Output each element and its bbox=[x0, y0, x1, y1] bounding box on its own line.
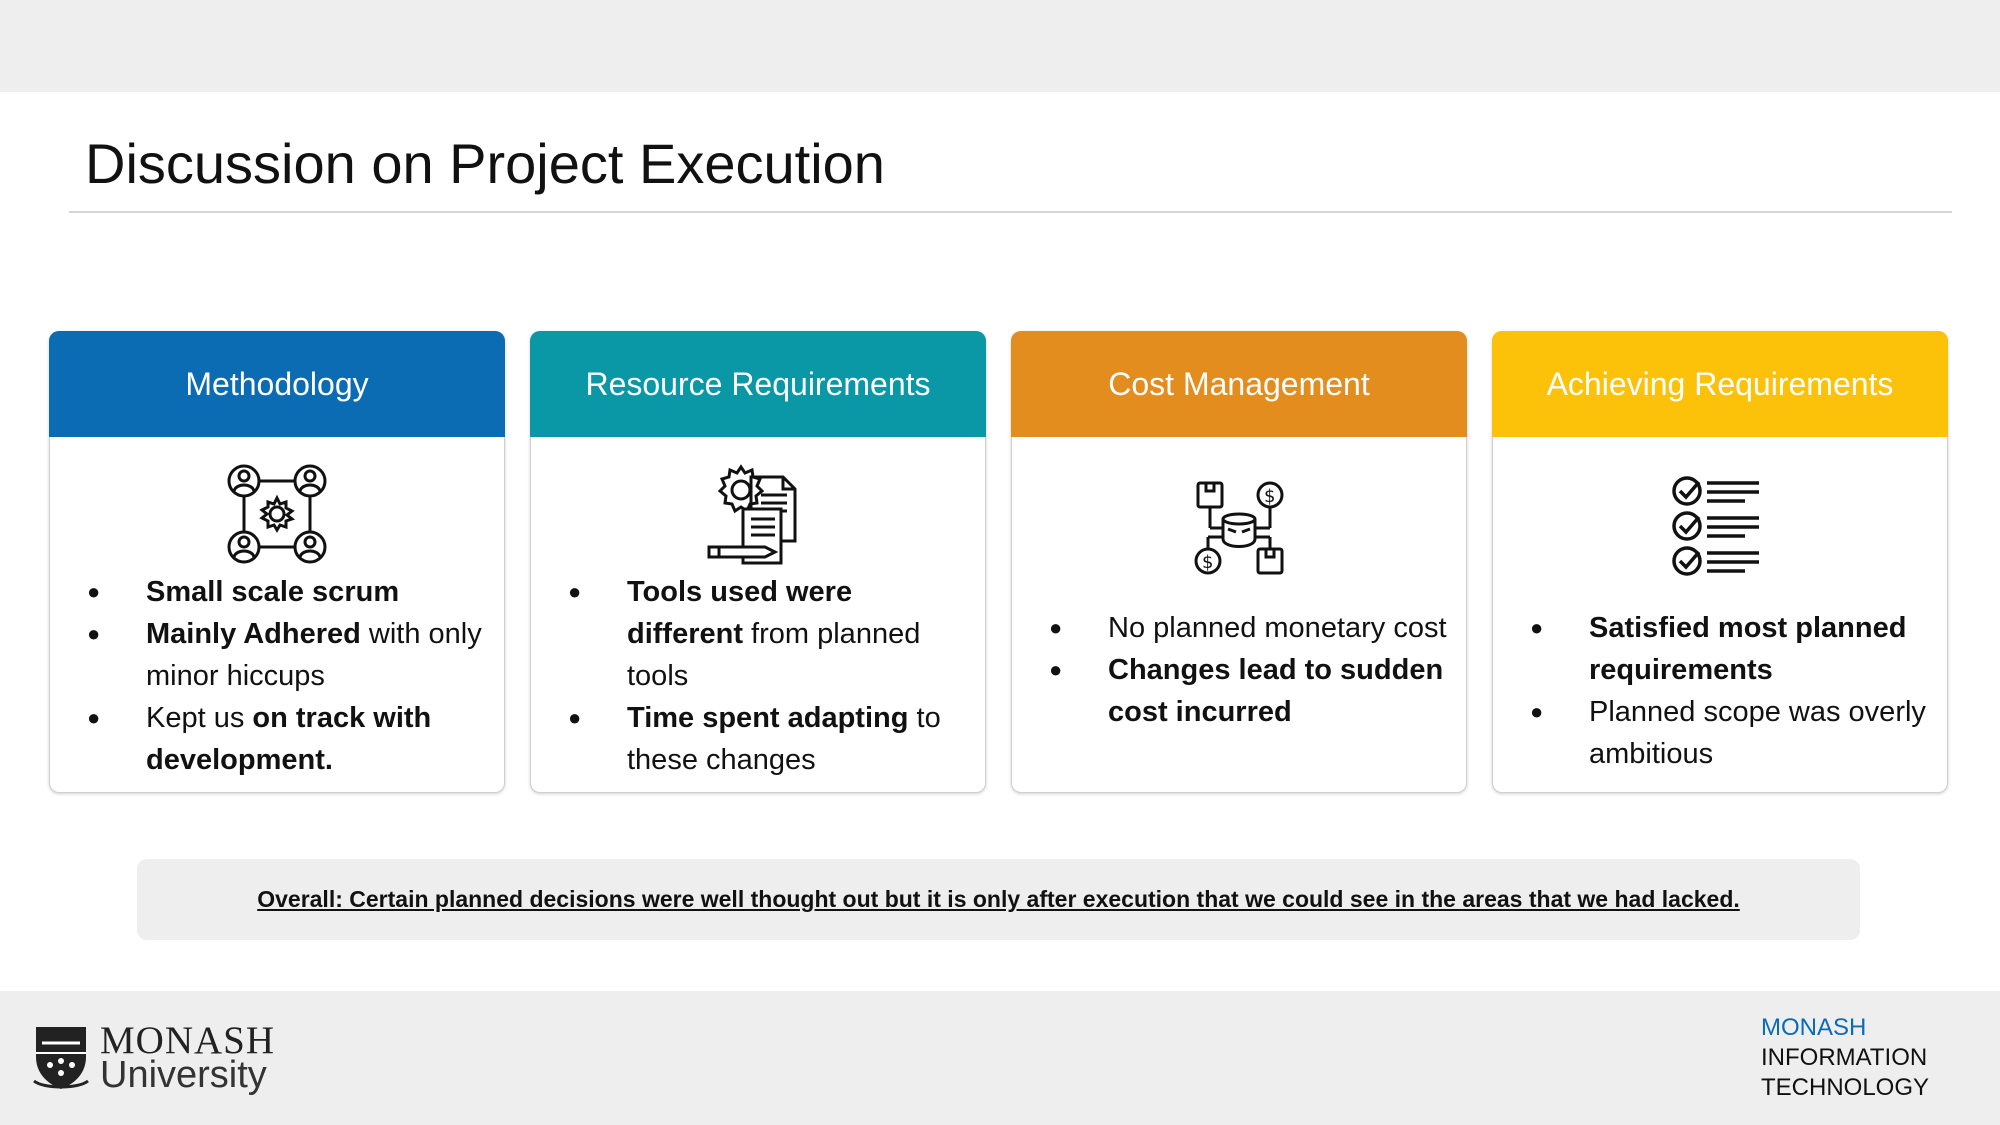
card-cost-management: Cost Management $ $ No planned monetary … bbox=[1011, 331, 1467, 793]
logo-wordmark-line1: MONASH bbox=[100, 1019, 276, 1062]
faculty-label: MONASH INFORMATION TECHNOLOGY bbox=[1761, 1013, 1929, 1103]
list-item: Mainly Adhered with only minor hiccups bbox=[87, 613, 487, 697]
list-item: Kept us on track with development. bbox=[87, 697, 487, 781]
list-item: Small scale scrum bbox=[87, 571, 487, 613]
monash-university-logo: MONASH University bbox=[32, 1019, 282, 1097]
card-resource-requirements: Resource Requirements Tools used were di… bbox=[530, 331, 986, 793]
summary-box: Overall: Certain planned decisions were … bbox=[137, 859, 1860, 940]
card-heading: Achieving Requirements bbox=[1492, 331, 1948, 437]
list-item: Changes lead to sudden cost incurred bbox=[1049, 649, 1449, 733]
card-heading: Resource Requirements bbox=[530, 331, 986, 437]
cost-flow-icon: $ $ bbox=[1184, 473, 1294, 583]
bullet-list: Tools used were different from planned t… bbox=[568, 571, 968, 781]
bullet-list: No planned monetary cost Changes lead to… bbox=[1049, 607, 1449, 733]
list-item: Tools used were different from planned t… bbox=[568, 571, 968, 697]
faculty-line: MONASH bbox=[1761, 1014, 1867, 1041]
list-item: Time spent adapting to these changes bbox=[568, 697, 968, 781]
bullet-list: Satisfied most planned requirements Plan… bbox=[1530, 607, 1930, 775]
svg-text:$: $ bbox=[1264, 486, 1275, 507]
faculty-line: TECHNOLOGY bbox=[1761, 1074, 1930, 1101]
summary-text: Overall: Certain planned decisions were … bbox=[257, 886, 1740, 912]
crest-icon bbox=[33, 1027, 89, 1089]
card-heading: Cost Management bbox=[1011, 331, 1467, 437]
page-title: Discussion on Project Execution bbox=[85, 132, 885, 195]
list-item: No planned monetary cost bbox=[1049, 607, 1449, 649]
card-methodology: Methodology Small scale scrum Mainly Adh… bbox=[49, 331, 505, 793]
list-item: Satisfied most planned requirements bbox=[1530, 607, 1930, 691]
logo-wordmark-line2: University bbox=[100, 1054, 267, 1096]
footer bbox=[0, 991, 2000, 1125]
team-gear-icon bbox=[222, 459, 332, 569]
top-band bbox=[0, 0, 2000, 92]
svg-text:$: $ bbox=[1202, 552, 1213, 573]
card-achieving-requirements: Achieving Requirements Satisfied most pl… bbox=[1492, 331, 1948, 793]
list-item: Planned scope was overly ambitious bbox=[1530, 691, 1930, 775]
bullet-list: Small scale scrum Mainly Adhered with on… bbox=[87, 571, 487, 781]
card-heading: Methodology bbox=[49, 331, 505, 437]
title-divider bbox=[69, 211, 1952, 213]
faculty-line: INFORMATION bbox=[1761, 1044, 1928, 1071]
checklist-icon bbox=[1665, 469, 1775, 579]
documents-gear-pencil-icon bbox=[703, 459, 813, 569]
